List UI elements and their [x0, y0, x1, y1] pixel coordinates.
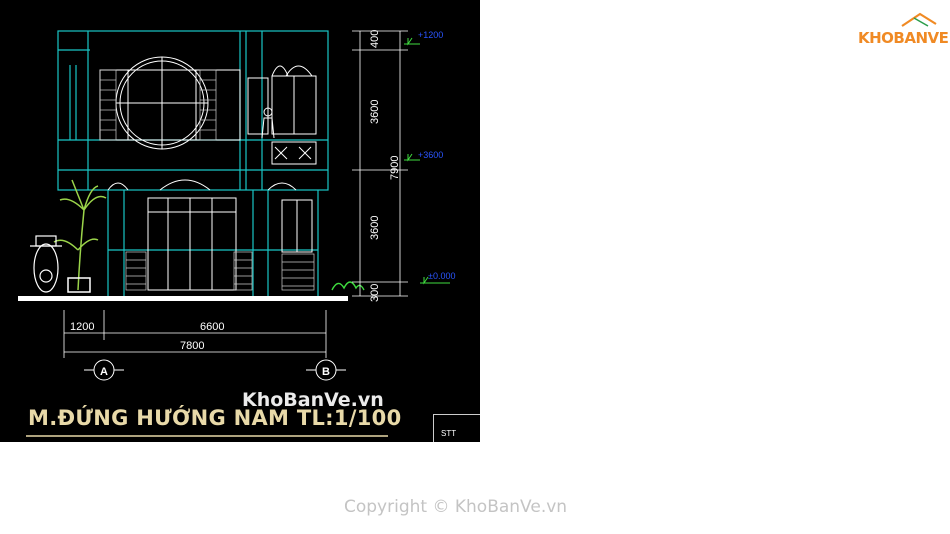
axis-markers [84, 359, 346, 381]
level-markers [404, 37, 450, 285]
dim-7800: 7800 [180, 340, 204, 352]
brand-logo-text: KHOBANVE [858, 29, 949, 47]
ground-line [18, 296, 348, 301]
elevation-drawing: 400 3600 7900 3600 300 1200 6600 7800 +1… [18, 30, 455, 437]
brand-logo[interactable]: KHOBANVE [858, 12, 949, 52]
dim-1200: 1200 [70, 321, 94, 333]
dimension-lines [63, 30, 408, 358]
level-top: +1200 [418, 30, 443, 40]
title-block-table: STT [433, 414, 480, 442]
building-outline [57, 30, 329, 296]
person-figure [261, 107, 275, 139]
palm-plant-icon [53, 179, 107, 293]
level-ground: ±0.000 [428, 271, 455, 281]
copyright-watermark: Copyright © KhoBanVe.vn [344, 497, 568, 517]
facade-details [99, 56, 317, 291]
drawing-watermark: KhoBanVe.vn [242, 389, 384, 411]
stt-header: STT [441, 429, 457, 438]
dim-3600-top: 3600 [369, 100, 381, 124]
dim-6600: 6600 [200, 321, 224, 333]
dim-400: 400 [369, 30, 381, 48]
drawing-title: M.ĐỨNG HƯỚNG NAM TL:1/100 [28, 406, 402, 430]
axis-b-label: B [322, 366, 330, 378]
motorbike-icon [30, 235, 62, 293]
dim-300: 300 [369, 284, 381, 302]
axis-a-label: A [100, 366, 108, 378]
brick-pattern [99, 69, 315, 291]
dim-3600-bottom: 3600 [369, 216, 381, 240]
roof-icon [901, 12, 937, 27]
cad-drawing: 400 3600 7900 3600 300 1200 6600 7800 +1… [0, 0, 480, 442]
dim-7900: 7900 [389, 156, 401, 180]
shrub-icon [331, 281, 365, 291]
level-middle: +3600 [418, 150, 443, 160]
